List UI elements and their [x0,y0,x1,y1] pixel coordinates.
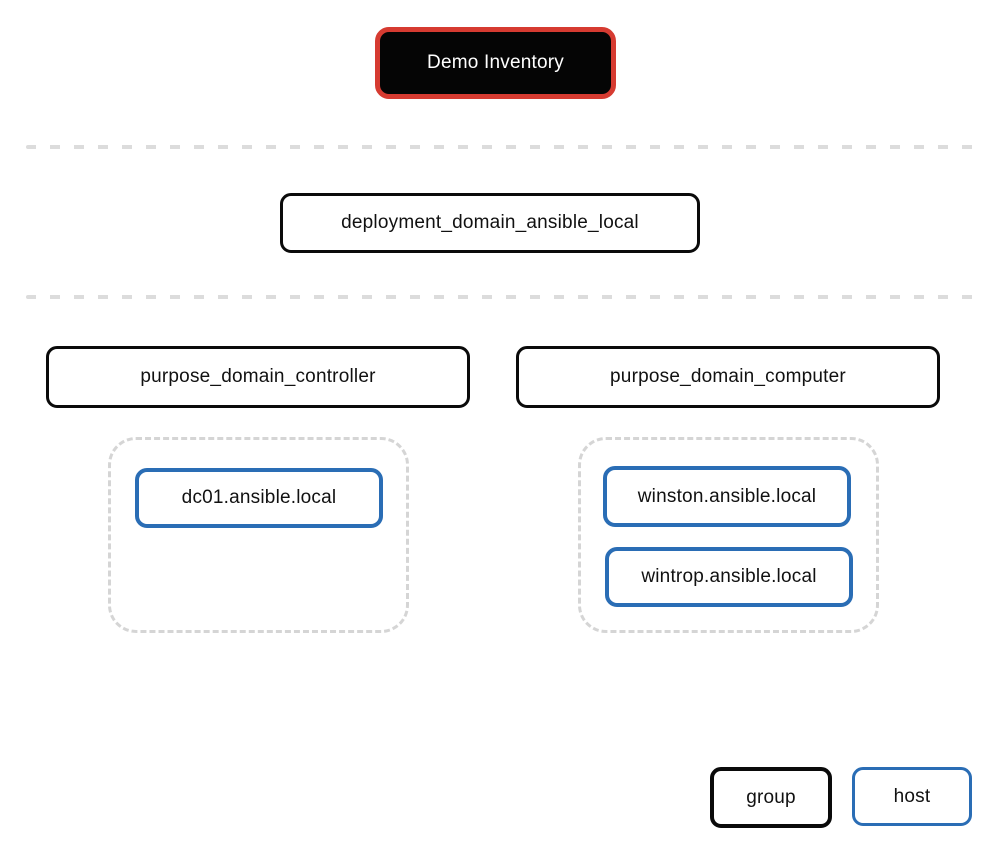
inventory-node-label: Demo Inventory [427,52,564,73]
group-node-label: purpose_domain_controller [140,366,376,387]
host-node-label: dc01.ansible.local [181,487,337,508]
host-node-wintrop: wintrop.ansible.local [605,547,853,607]
tier-separator-bottom [26,295,976,299]
host-cluster-computer: winston.ansible.local wintrop.ansible.lo… [578,437,879,633]
host-cluster-controller: dc01.ansible.local [108,437,409,633]
group-node-label: deployment_domain_ansible_local [341,212,639,233]
group-node-purpose-domain-computer: purpose_domain_computer [516,346,940,408]
group-node-deployment-domain: deployment_domain_ansible_local [280,193,700,253]
inventory-node-demo-inventory: Demo Inventory [375,27,616,99]
host-node-winston: winston.ansible.local [603,466,851,527]
group-node-label: purpose_domain_computer [610,366,846,387]
legend-host-key: host [852,767,972,826]
host-node-dc01: dc01.ansible.local [135,468,383,528]
host-node-label: wintrop.ansible.local [641,566,817,587]
group-node-purpose-domain-controller: purpose_domain_controller [46,346,470,408]
legend-host-label: host [893,785,931,807]
legend-group-label: group [746,786,796,808]
tier-separator-top [26,145,976,149]
legend-group-key: group [710,767,832,828]
host-node-label: winston.ansible.local [637,485,817,507]
